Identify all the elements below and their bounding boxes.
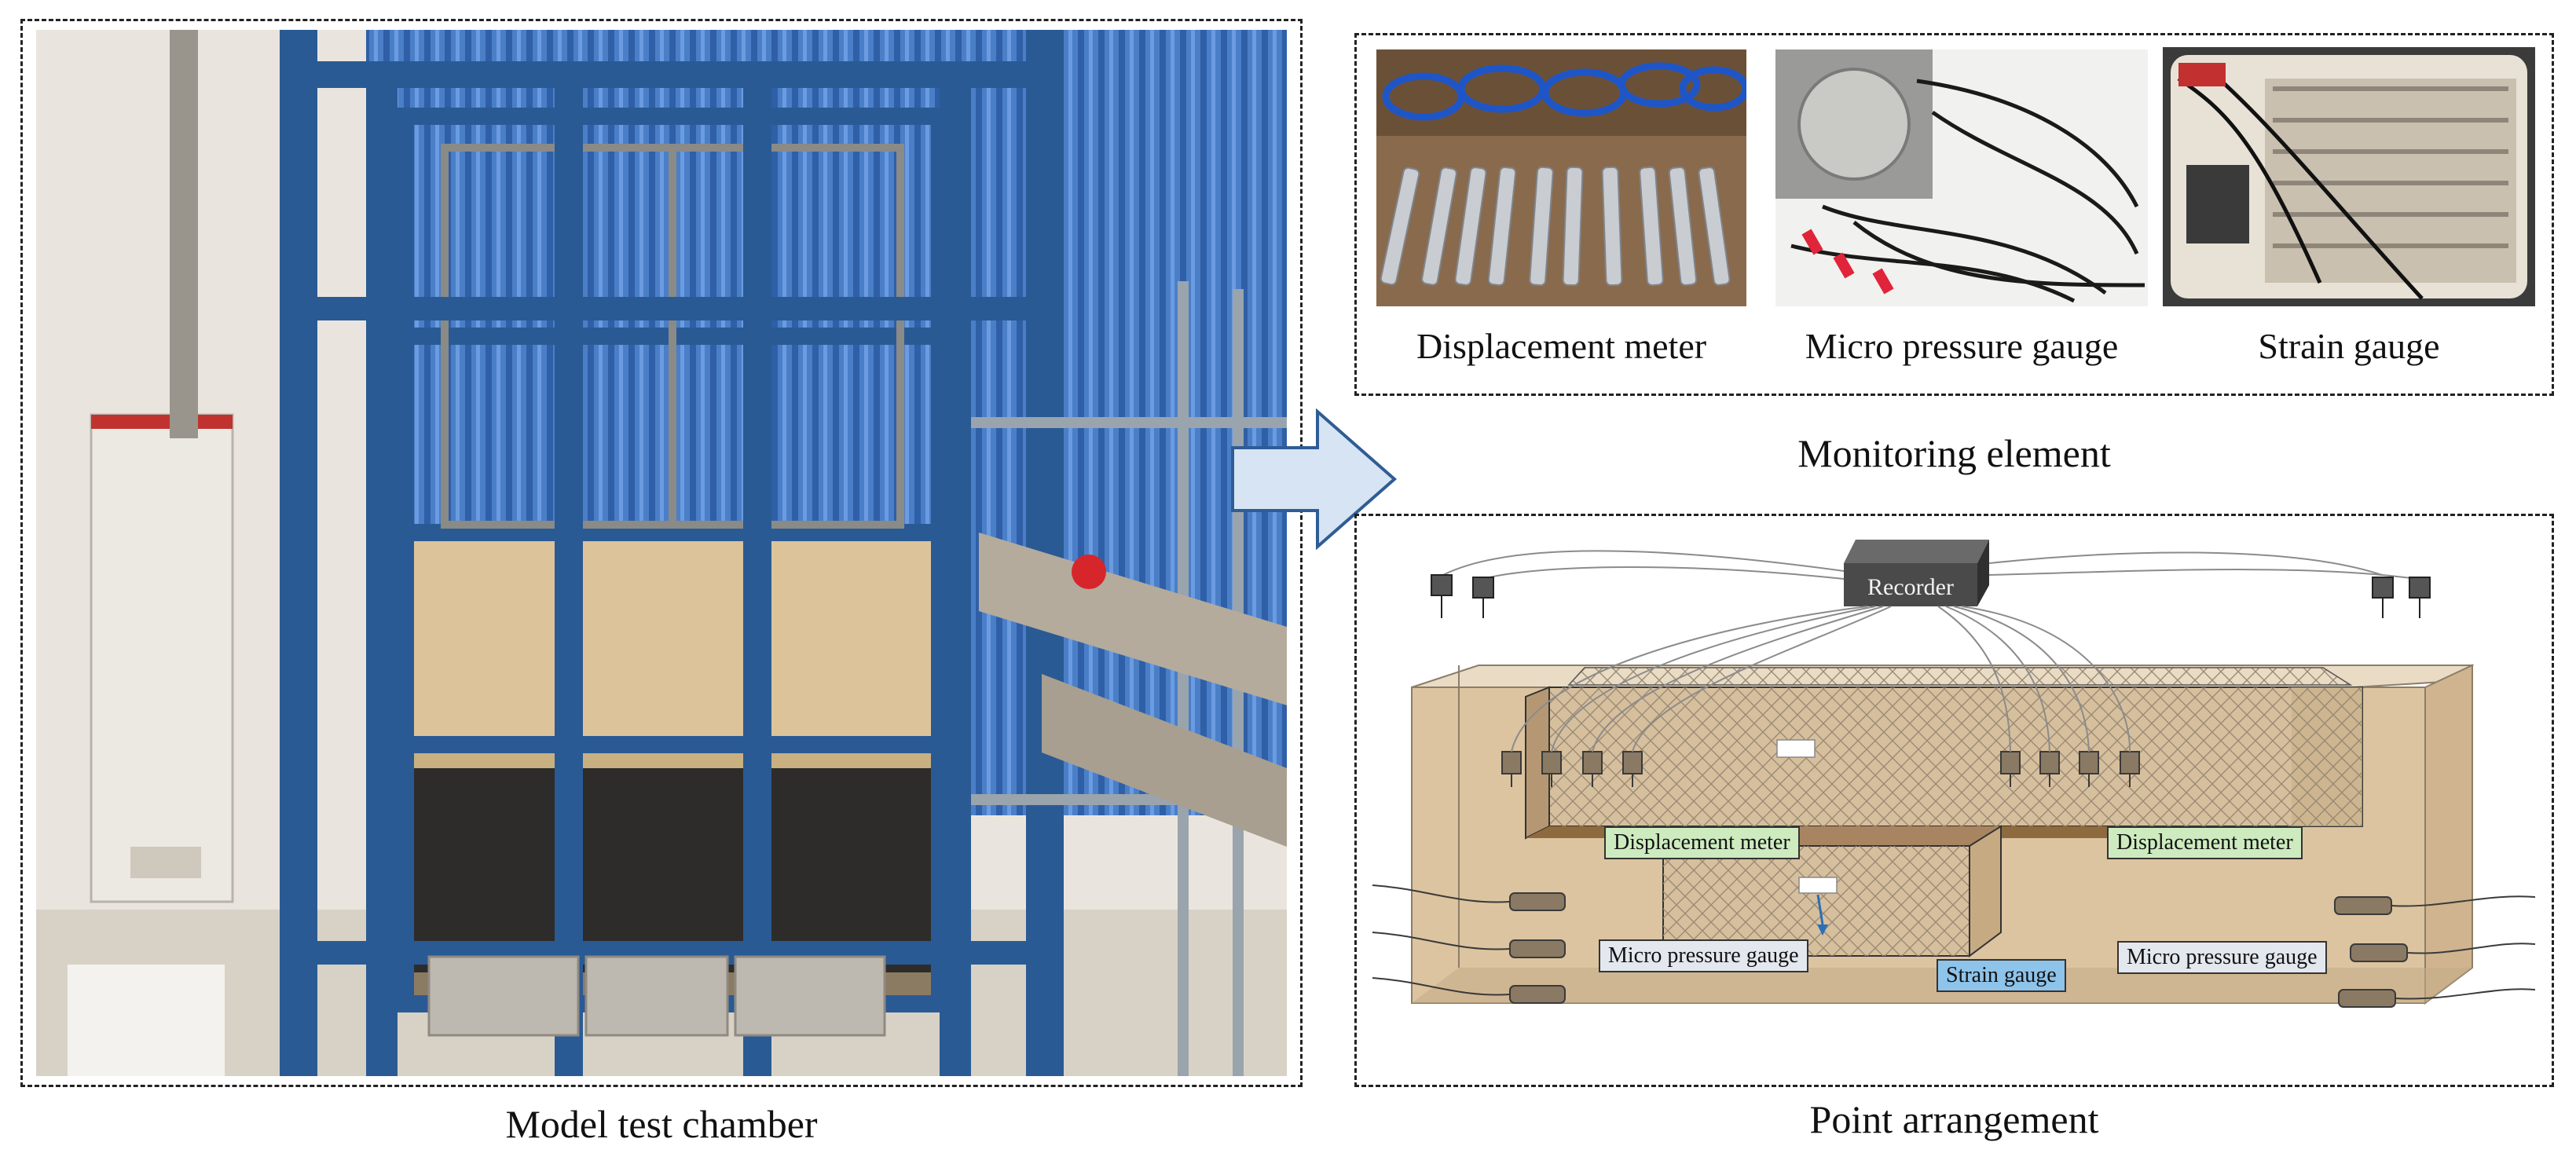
- monitoring-element-frame: [1354, 33, 2554, 396]
- displacement-meter-label-left: Displacement meter: [1604, 826, 1800, 859]
- displacement-meter-label-right: Displacement meter: [2107, 826, 2303, 859]
- recorder-label: Recorder: [1867, 574, 1954, 600]
- strain-gauge-photo: [2163, 47, 2535, 306]
- monitoring-element-caption: Monitoring element: [1797, 431, 2111, 475]
- model-chamber-photo: [36, 30, 1287, 1076]
- flow-arrow: [1231, 408, 1398, 550]
- micro-pressure-gauge-caption: Micro pressure gauge: [1805, 326, 2119, 366]
- point-arrangement-frame: [1354, 514, 2554, 1087]
- micro-pressure-gauge-label-left: Micro pressure gauge: [1599, 939, 1808, 972]
- model-chamber-caption: Model test chamber: [505, 1102, 818, 1146]
- displacement-meter-caption: Displacement meter: [1416, 326, 1707, 366]
- point-arrangement-caption: Point arrangement: [1809, 1097, 2099, 1141]
- micro-pressure-gauge-photo: [1775, 49, 2148, 306]
- point-arrangement-diagram: Recorder: [1372, 540, 2536, 1008]
- model-chamber-frame: [20, 19, 1303, 1087]
- strain-gauge-caption: Strain gauge: [2258, 326, 2440, 366]
- strain-gauge-label: Strain gauge: [1937, 959, 2066, 992]
- displacement-meter-photo: [1376, 49, 1746, 306]
- micro-pressure-gauge-label-right: Micro pressure gauge: [2117, 941, 2327, 974]
